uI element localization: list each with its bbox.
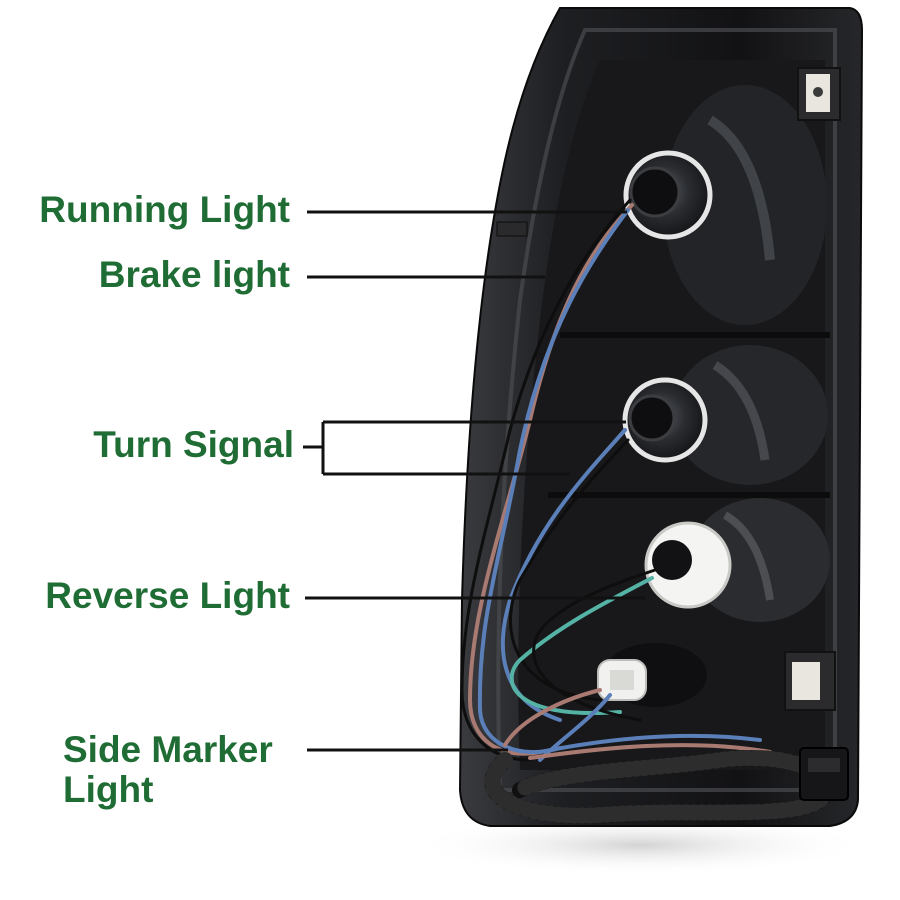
turn-signal-socket xyxy=(622,377,708,463)
mounting-clip-bottom xyxy=(784,651,836,711)
reverse-light-socket xyxy=(644,521,732,609)
turn-signal-label: Turn Signal xyxy=(93,424,294,465)
side-marker-label-line1: Side Marker xyxy=(63,729,273,770)
brake-light-label: Brake light xyxy=(98,254,290,295)
leader-lines xyxy=(303,210,645,752)
side-marker-socket xyxy=(597,643,707,707)
harness-connector xyxy=(799,747,849,801)
chamber-highlight xyxy=(722,511,774,601)
housing-rim xyxy=(496,28,837,792)
running-brake-socket xyxy=(623,150,713,240)
wire-bundle xyxy=(460,198,772,762)
reverse-light-label: Reverse Light xyxy=(45,575,290,616)
floor-shadow xyxy=(410,815,870,875)
chamber-highlight xyxy=(707,115,775,261)
side-tab xyxy=(496,221,528,237)
mounting-clip-top xyxy=(797,67,841,121)
running-light-label: Running Light xyxy=(39,189,290,230)
chamber-highlight xyxy=(712,361,770,461)
side-marker-label-line2: Light xyxy=(63,769,154,810)
upper-chamber xyxy=(663,85,827,325)
